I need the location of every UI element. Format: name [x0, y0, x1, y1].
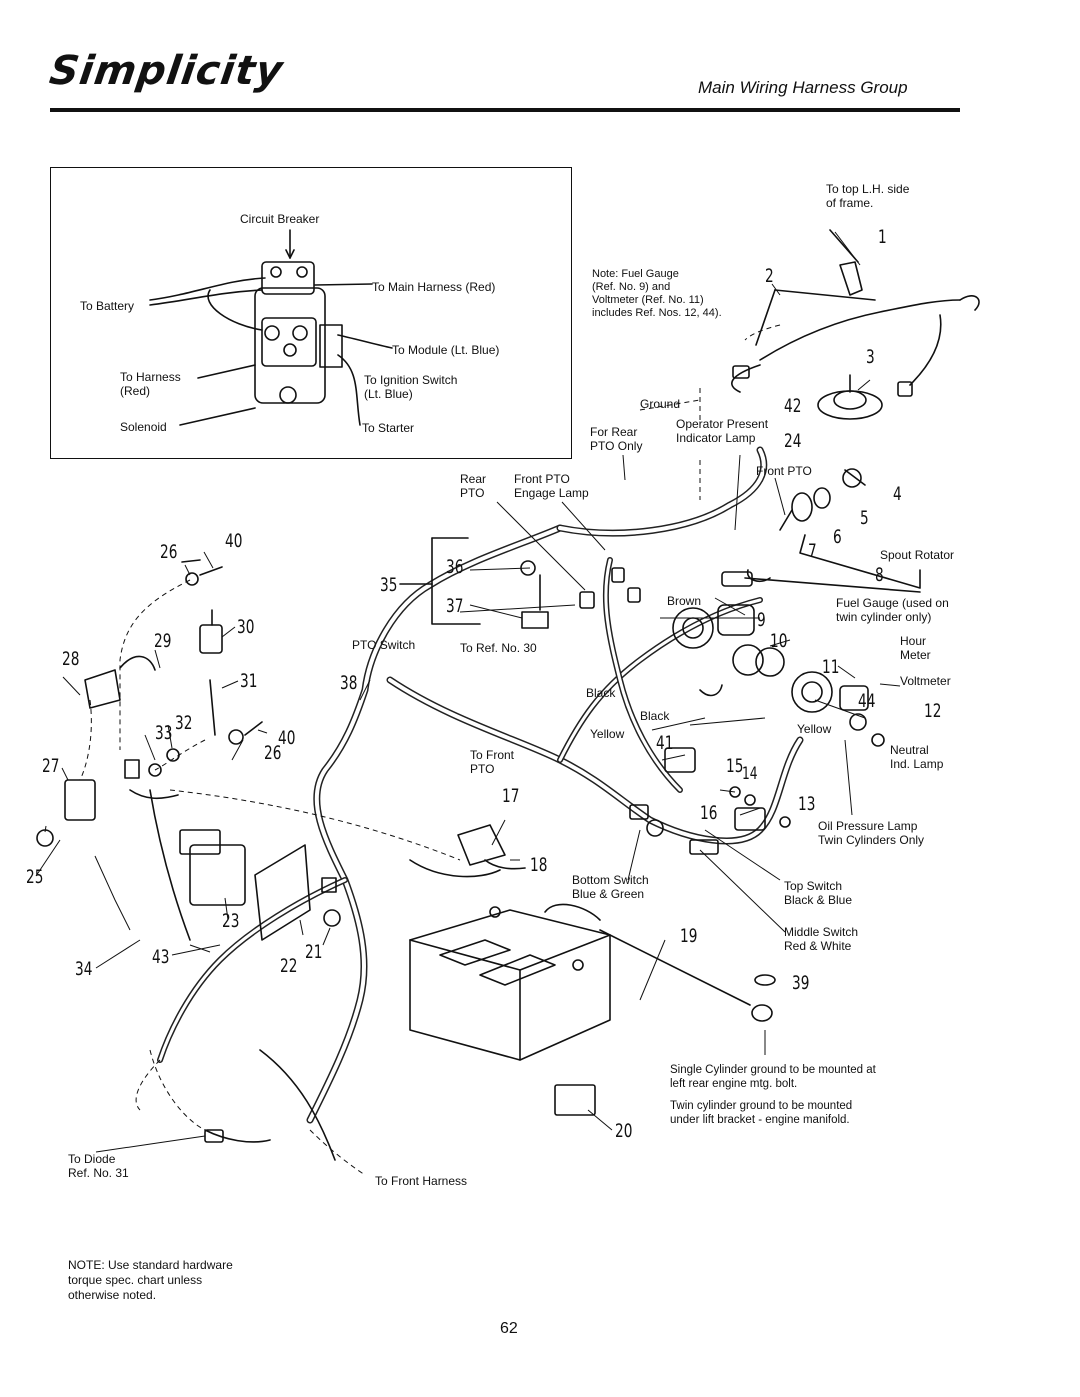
callout-40-top: 40: [225, 530, 243, 552]
callout-15: 15: [726, 755, 744, 777]
callout-11: 11: [822, 656, 840, 678]
callout-17: 17: [502, 785, 520, 807]
callout-8: 8: [875, 564, 884, 586]
page-number: 62: [500, 1320, 518, 1337]
label-to-main-harness: To Main Harness (Red): [372, 280, 496, 294]
callout-21: 21: [305, 941, 323, 963]
callout-44: 44: [858, 690, 876, 712]
label-note-fuel-gauge: Note: Fuel Gauge (Ref. No. 9) and Voltme…: [592, 268, 722, 319]
callout-6: 6: [833, 526, 842, 548]
label-to-front-harness: To Front Harness: [375, 1174, 468, 1188]
callout-37: 37: [446, 595, 464, 617]
header-rule: [50, 108, 960, 112]
callout-22: 22: [280, 955, 298, 977]
label-fuel-gauge-twin: Fuel Gauge (used on twin cylinder only): [836, 596, 949, 624]
label-yellow-2: Yellow: [797, 722, 832, 736]
label-black-1: Black: [586, 686, 616, 700]
label-operator-present: Operator Present Indicator Lamp: [676, 417, 769, 445]
callout-7: 7: [808, 540, 817, 562]
callout-16: 16: [700, 802, 718, 824]
callout-26-top: 26: [160, 541, 178, 563]
label-to-ignition-switch: To Ignition Switch (Lt. Blue): [364, 373, 458, 401]
label-for-rear-pto: For Rear PTO Only: [590, 425, 643, 453]
callout-32: 32: [175, 712, 193, 734]
label-black-2: Black: [640, 709, 670, 723]
label-voltmeter: Voltmeter: [900, 674, 951, 688]
callout-33: 33: [155, 722, 173, 744]
label-ground: Ground: [640, 397, 681, 411]
callout-31: 31: [240, 670, 258, 692]
label-rear-pto: Rear PTO: [460, 472, 487, 500]
callout-12: 12: [924, 700, 942, 722]
label-to-ref-30: To Ref. No. 30: [460, 641, 537, 655]
callout-2: 2: [765, 265, 774, 287]
callout-42: 42: [784, 395, 802, 417]
label-to-module: To Module (Lt. Blue): [392, 343, 500, 357]
callout-36: 36: [446, 556, 464, 578]
callout-1: 1: [878, 226, 887, 248]
label-bottom-switch: Bottom Switch Blue & Green: [572, 873, 649, 901]
callout-19: 19: [680, 925, 698, 947]
label-oil-pressure-lamp: Oil Pressure Lamp Twin Cylinders Only: [818, 819, 925, 847]
label-to-harness: To Harness (Red): [120, 370, 181, 398]
label-spout-rotator: Spout Rotator: [880, 548, 955, 562]
callout-28: 28: [62, 648, 80, 670]
page-title: Main Wiring Harness Group: [698, 78, 908, 97]
solenoid-inset-box: [50, 167, 572, 459]
callout-3: 3: [866, 346, 875, 368]
label-neutral-ind-lamp: Neutral Ind. Lamp: [890, 743, 944, 771]
label-yellow-1: Yellow: [590, 727, 625, 741]
callout-4: 4: [893, 483, 902, 505]
label-to-front-pto: To Front PTO: [470, 748, 515, 776]
label-pto-switch: PTO Switch: [352, 638, 416, 652]
label-front-pto: Front PTO: [756, 464, 812, 478]
callout-18: 18: [530, 854, 548, 876]
callout-30: 30: [237, 616, 255, 638]
callout-10: 10: [770, 630, 788, 652]
label-middle-switch: Middle Switch Red & White: [784, 925, 859, 953]
solenoid-drawing: [149, 229, 393, 426]
footer-note: NOTE: Use standard hardware torque spec.…: [68, 1258, 233, 1302]
label-to-battery: To Battery: [80, 299, 135, 313]
label-solenoid: Solenoid: [120, 420, 167, 434]
callout-35: 35: [380, 574, 398, 596]
callout-20: 20: [615, 1120, 633, 1142]
callout-9: 9: [757, 609, 766, 631]
callout-43: 43: [152, 946, 170, 968]
callout-5: 5: [860, 507, 869, 529]
label-front-pto-engage-lamp: Front PTO Engage Lamp: [514, 472, 589, 500]
label-single-cylinder-ground: Single Cylinder ground to be mounted at …: [670, 1064, 876, 1090]
callout-24: 24: [784, 430, 802, 452]
callout-23: 23: [222, 910, 240, 932]
callout-38: 38: [340, 672, 358, 694]
callout-25: 25: [26, 866, 44, 888]
callout-29: 29: [154, 630, 172, 652]
callout-26-bottom: 26: [264, 742, 282, 764]
label-top-switch: Top Switch Black & Blue: [784, 879, 853, 907]
label-hour-meter: Hour Meter: [900, 634, 931, 662]
callout-41: 41: [656, 732, 674, 754]
label-to-top-lh-side: To top L.H. side of frame.: [826, 182, 910, 210]
callout-14: 14: [742, 764, 758, 784]
label-twin-cylinder-ground: Twin cylinder ground to be mounted under…: [670, 1100, 853, 1126]
callout-40-bottom: 40: [278, 727, 296, 749]
callout-34: 34: [75, 958, 93, 980]
callout-13: 13: [798, 793, 816, 815]
label-brown: Brown: [667, 594, 702, 608]
label-to-starter: To Starter: [362, 421, 415, 435]
label-to-diode: To Diode Ref. No. 31: [68, 1152, 129, 1180]
label-circuit-breaker: Circuit Breaker: [240, 212, 320, 226]
callout-27: 27: [42, 755, 60, 777]
callout-39: 39: [792, 972, 810, 994]
